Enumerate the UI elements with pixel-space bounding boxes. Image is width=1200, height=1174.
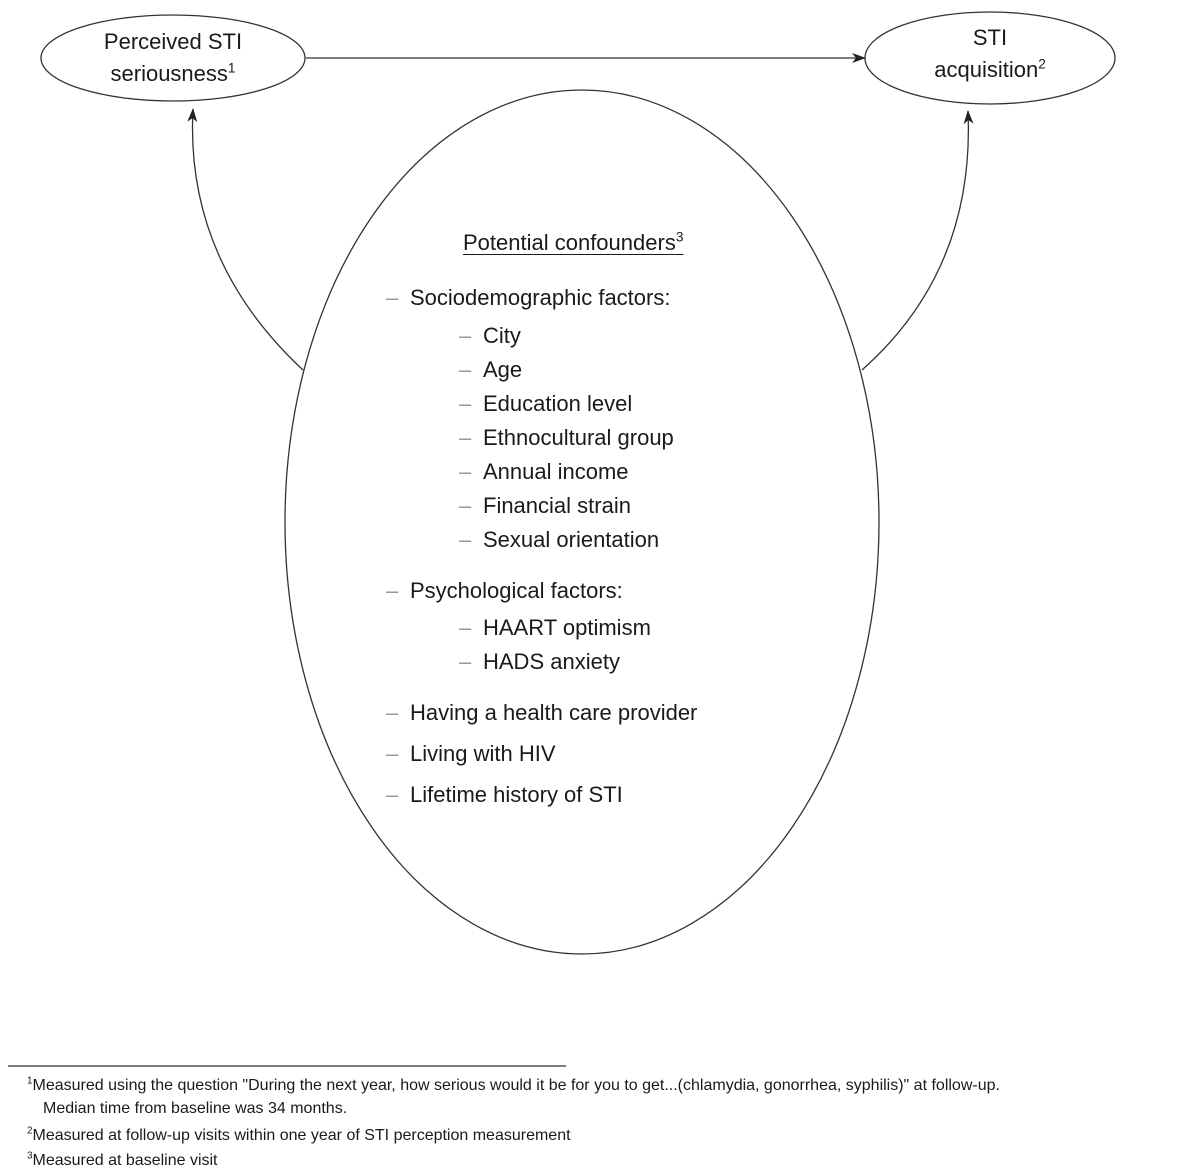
dash-marker: – (459, 615, 472, 640)
item-label: Education level (483, 391, 633, 416)
footnote-text: Median time from baseline was 34 months. (43, 1100, 348, 1117)
footnote-3: 3Measured at baseline visit (27, 1150, 218, 1172)
footnote-1-continuation: Median time from baseline was 34 months. (43, 1098, 347, 1120)
confounder-group-health-care-provider: –Having a health care provider (386, 699, 697, 727)
footnote-mark: 1 (27, 1075, 33, 1087)
footnote-mark: 2 (27, 1125, 33, 1137)
footnote-mark: 3 (27, 1150, 33, 1162)
confounder-group-sociodemographic: –Sociodemographic factors: (386, 284, 670, 312)
item-label: Annual income (483, 459, 629, 484)
group-label: Living with HIV (410, 741, 556, 766)
outcome-node-line1: STI (972, 25, 1008, 50)
confounder-item-education: –Education level (459, 390, 632, 418)
confounder-item-income: –Annual income (459, 458, 629, 486)
dash-marker: – (386, 741, 399, 766)
dash-marker: – (386, 700, 399, 725)
confounder-group-living-with-hiv: –Living with HIV (386, 740, 556, 768)
dash-marker: – (386, 578, 399, 603)
item-label: City (483, 323, 521, 348)
confounder-item-age: –Age (459, 356, 522, 384)
dash-marker: – (459, 425, 472, 450)
footnote-2: 2Measured at follow-up visits within one… (27, 1125, 571, 1147)
confounder-item-sexual-orientation: –Sexual orientation (459, 526, 659, 554)
item-label: Ethnocultural group (483, 425, 674, 450)
confounder-item-hads: –HADS anxiety (459, 648, 620, 676)
confounder-item-financial-strain: –Financial strain (459, 492, 631, 520)
dash-marker: – (459, 357, 472, 382)
exposure-node-ellipse (40, 14, 306, 102)
dash-marker: – (459, 459, 472, 484)
group-label: Psychological factors: (410, 578, 623, 603)
exposure-node-line1: Perceived STI (103, 29, 243, 54)
confounders-heading-note: 3 (675, 229, 684, 245)
outcome-node-label: STI acquisition2 (870, 22, 1110, 86)
group-label: Sociodemographic factors: (410, 285, 671, 310)
footnote-text: Measured at follow-up visits within one … (32, 1127, 571, 1144)
group-label: Having a health care provider (410, 700, 698, 725)
footnote-1: 1Measured using the question "During the… (27, 1075, 1000, 1097)
outcome-node-line2: acquisition (934, 57, 1039, 82)
dash-marker: – (459, 649, 472, 674)
dash-marker: – (386, 285, 399, 310)
exposure-node-line2: seriousness (110, 61, 228, 86)
confounders-ellipse (284, 89, 880, 955)
footnote-text: Measured using the question "During the … (32, 1077, 1000, 1094)
item-label: HAART optimism (483, 615, 651, 640)
dash-marker: – (459, 323, 472, 348)
item-label: Financial strain (483, 493, 631, 518)
dash-marker: – (459, 527, 472, 552)
confounders-to-outcome-arrow (861, 110, 974, 371)
item-label: HADS anxiety (483, 649, 620, 674)
confounder-item-city: –City (459, 322, 521, 350)
footnote-text: Measured at baseline visit (32, 1152, 218, 1169)
exposure-node-label: Perceived STI seriousness1 (53, 26, 293, 90)
confounder-group-lifetime-sti: –Lifetime history of STI (386, 781, 623, 809)
outcome-node-note: 2 (1038, 56, 1046, 72)
confounder-item-haart: –HAART optimism (459, 614, 651, 642)
group-label: Lifetime history of STI (410, 782, 623, 807)
dash-marker: – (459, 391, 472, 416)
item-label: Age (483, 357, 523, 382)
confounders-heading-text: Potential confounders (463, 230, 676, 255)
confounder-group-psychological: –Psychological factors: (386, 577, 623, 605)
dash-marker: – (459, 493, 472, 518)
exposure-node-note: 1 (227, 60, 236, 76)
dash-marker: – (386, 782, 399, 807)
confounders-heading: Potential confounders3 (463, 228, 683, 258)
item-label: Sexual orientation (483, 527, 660, 552)
confounder-item-ethnocultural: –Ethnocultural group (459, 424, 674, 452)
confounders-to-exposure-arrow (187, 108, 304, 371)
